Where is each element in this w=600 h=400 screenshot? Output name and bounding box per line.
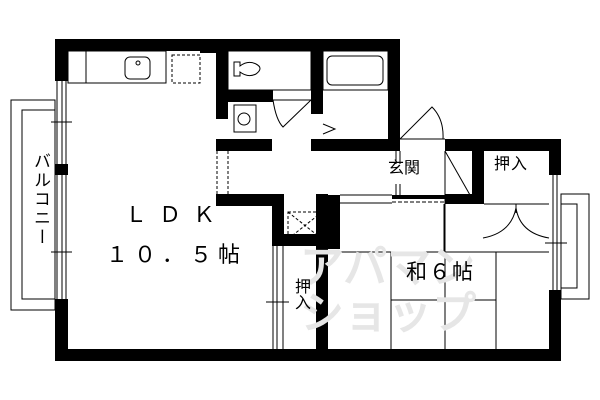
ldk-size-label: １０．５帖	[106, 243, 247, 268]
watermark-text: アパマン ショップ	[300, 242, 560, 340]
oshiire-mid-label: 押入	[292, 278, 311, 310]
balcony-label: バルコニー	[30, 152, 50, 247]
fixtures	[10, 50, 590, 349]
oshiire-top-label: 押入	[494, 154, 529, 173]
watermark-line2: ショップ	[300, 288, 476, 340]
genkan-label: 玄関	[388, 158, 421, 177]
ldk-label: ＬＤＫ	[125, 203, 228, 228]
washitsu-label: 和６帖	[406, 260, 475, 284]
watermark-line1: アパマン	[300, 242, 476, 293]
walls	[55, 39, 561, 361]
